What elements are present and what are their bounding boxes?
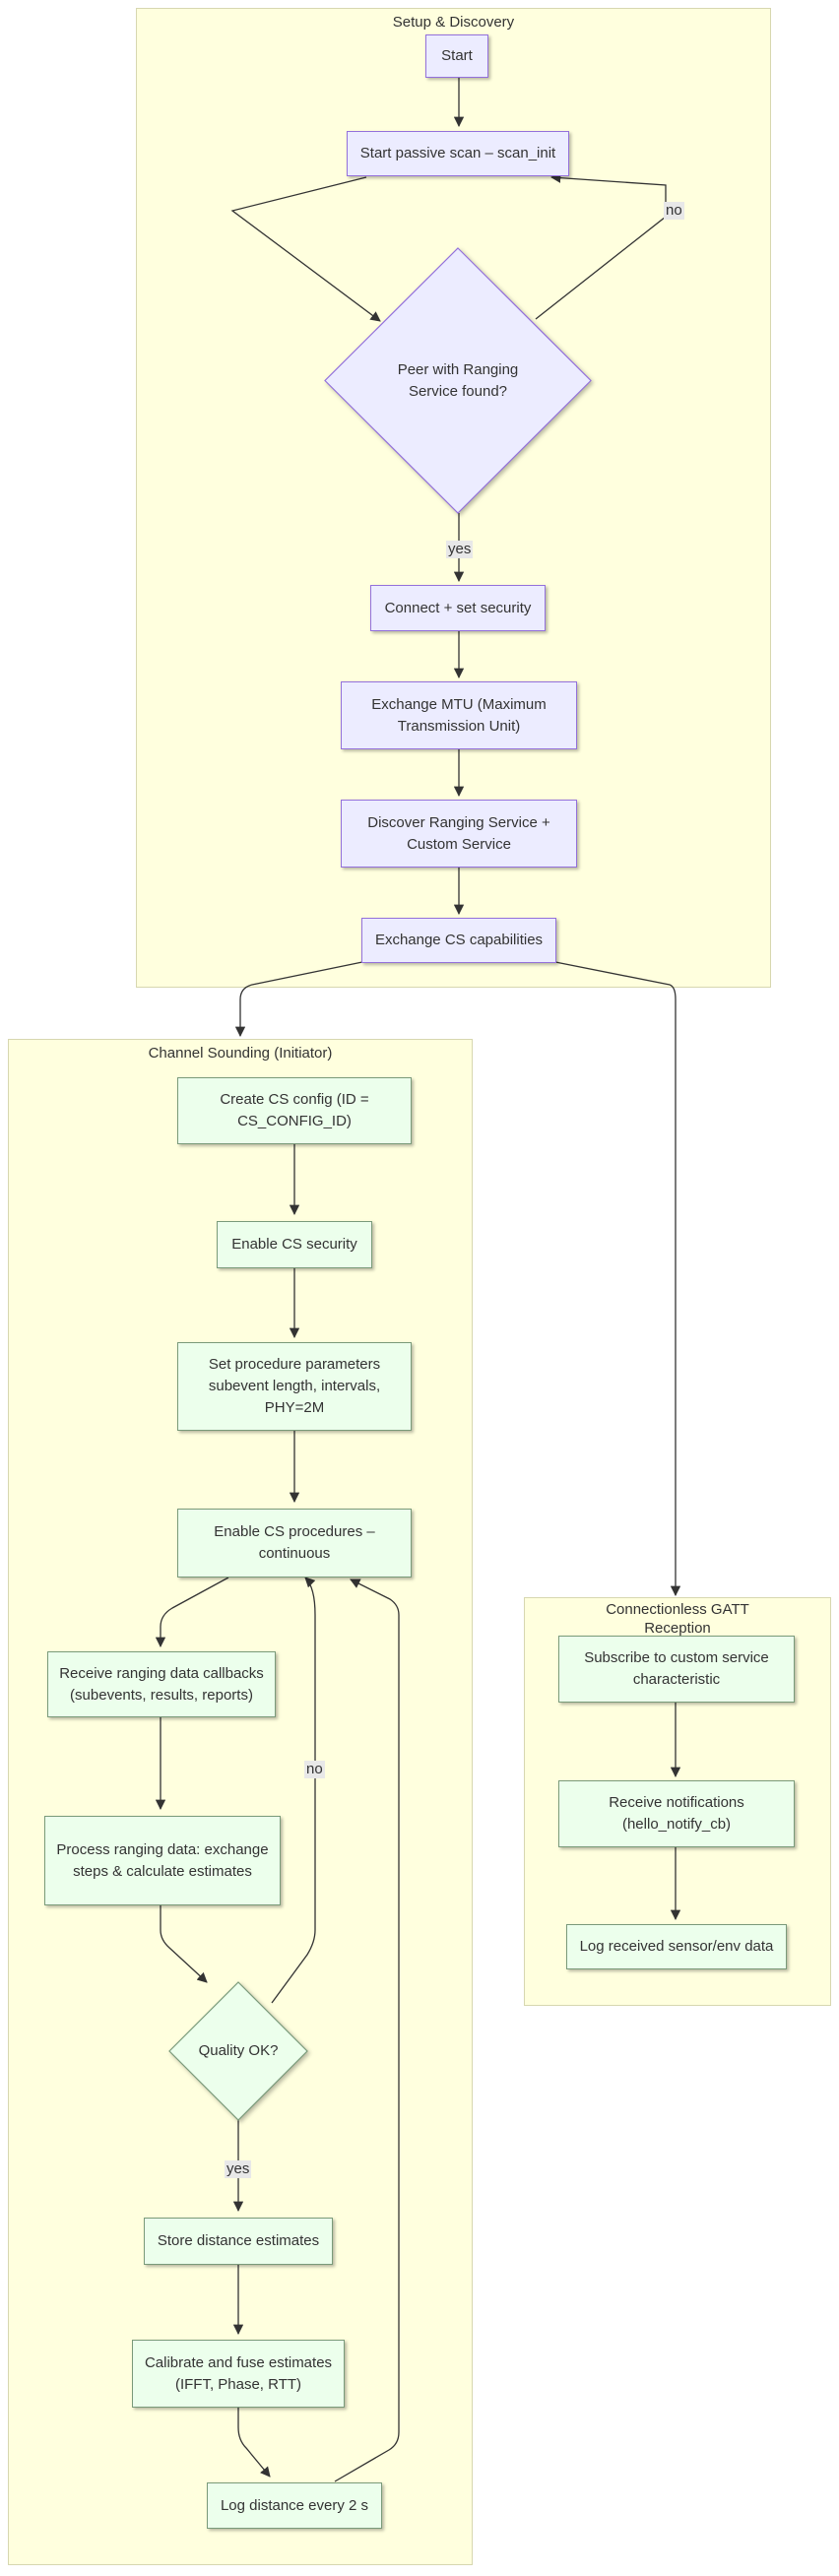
edge-enable-proc-receive bbox=[155, 1577, 229, 1648]
cluster-title: Connectionless GATT Reception bbox=[606, 1601, 749, 1637]
node-start-passive-scan: Start passive scan – scan_init bbox=[347, 131, 569, 176]
edge-caps-create bbox=[234, 961, 363, 1038]
edge-calibrate-log bbox=[237, 2408, 271, 2478]
node-log-distance: Log distance every 2 s bbox=[207, 2482, 382, 2529]
node-store-distance-estimates: Store distance estimates bbox=[144, 2218, 333, 2265]
edge-peer-scan-no bbox=[535, 172, 667, 320]
node-receive-notifications: Receive notifications (hello_notify_cb) bbox=[558, 1780, 795, 1847]
diamond-shape bbox=[168, 1981, 308, 2121]
node-process-ranging-data: Process ranging data: exchange steps & c… bbox=[44, 1816, 281, 1905]
node-subscribe-custom-characteristic: Subscribe to custom service characterist… bbox=[558, 1636, 795, 1703]
edge-quality-enable-proc-no bbox=[271, 1577, 316, 2004]
node-connect-security: Connect + set security bbox=[370, 585, 546, 631]
node-quality-ok-decision: Quality OK? bbox=[168, 1981, 308, 2121]
cluster-title: Setup & Discovery bbox=[392, 14, 515, 31]
edge-process-quality bbox=[160, 1905, 208, 1983]
decision-label: Quality OK? bbox=[198, 2042, 279, 2059]
edge-caps-subscribe bbox=[554, 961, 681, 1597]
cluster-channel-sounding: Channel Sounding (Initiator) bbox=[8, 1039, 473, 2565]
edge-label-quality-no: no bbox=[304, 1761, 325, 1778]
edge-log-enable-proc bbox=[334, 1578, 400, 2482]
node-enable-cs-security: Enable CS security bbox=[217, 1221, 372, 1268]
edge-scan-peer bbox=[230, 176, 381, 322]
node-peer-found-decision: Peer with Ranging Service found? bbox=[324, 247, 592, 514]
cluster-title: Channel Sounding (Initiator) bbox=[148, 1045, 333, 1062]
decision-label: Peer with Ranging Service found? bbox=[397, 360, 519, 400]
node-exchange-cs-capabilities: Exchange CS capabilities bbox=[361, 918, 556, 963]
node-exchange-mtu: Exchange MTU (Maximum Transmission Unit) bbox=[341, 681, 577, 749]
node-create-cs-config: Create CS config (ID = CS_CONFIG_ID) bbox=[177, 1077, 412, 1144]
diamond-shape bbox=[324, 247, 592, 514]
edge-label-peer-yes: yes bbox=[446, 541, 474, 558]
edge-label-peer-no: no bbox=[664, 202, 684, 220]
node-receive-ranging-callbacks: Receive ranging data callbacks (subevent… bbox=[47, 1651, 276, 1717]
node-discover-services: Discover Ranging Service + Custom Servic… bbox=[341, 800, 577, 868]
node-start: Start bbox=[425, 34, 488, 78]
node-enable-cs-procedures: Enable CS procedures – continuous bbox=[177, 1509, 412, 1578]
node-calibrate-fuse-estimates: Calibrate and fuse estimates (IFFT, Phas… bbox=[132, 2340, 345, 2408]
node-log-sensor-env-data: Log received sensor/env data bbox=[566, 1924, 787, 1969]
edge-label-quality-yes: yes bbox=[225, 2160, 252, 2178]
node-set-procedure-parameters: Set procedure parameters subevent length… bbox=[177, 1342, 412, 1431]
